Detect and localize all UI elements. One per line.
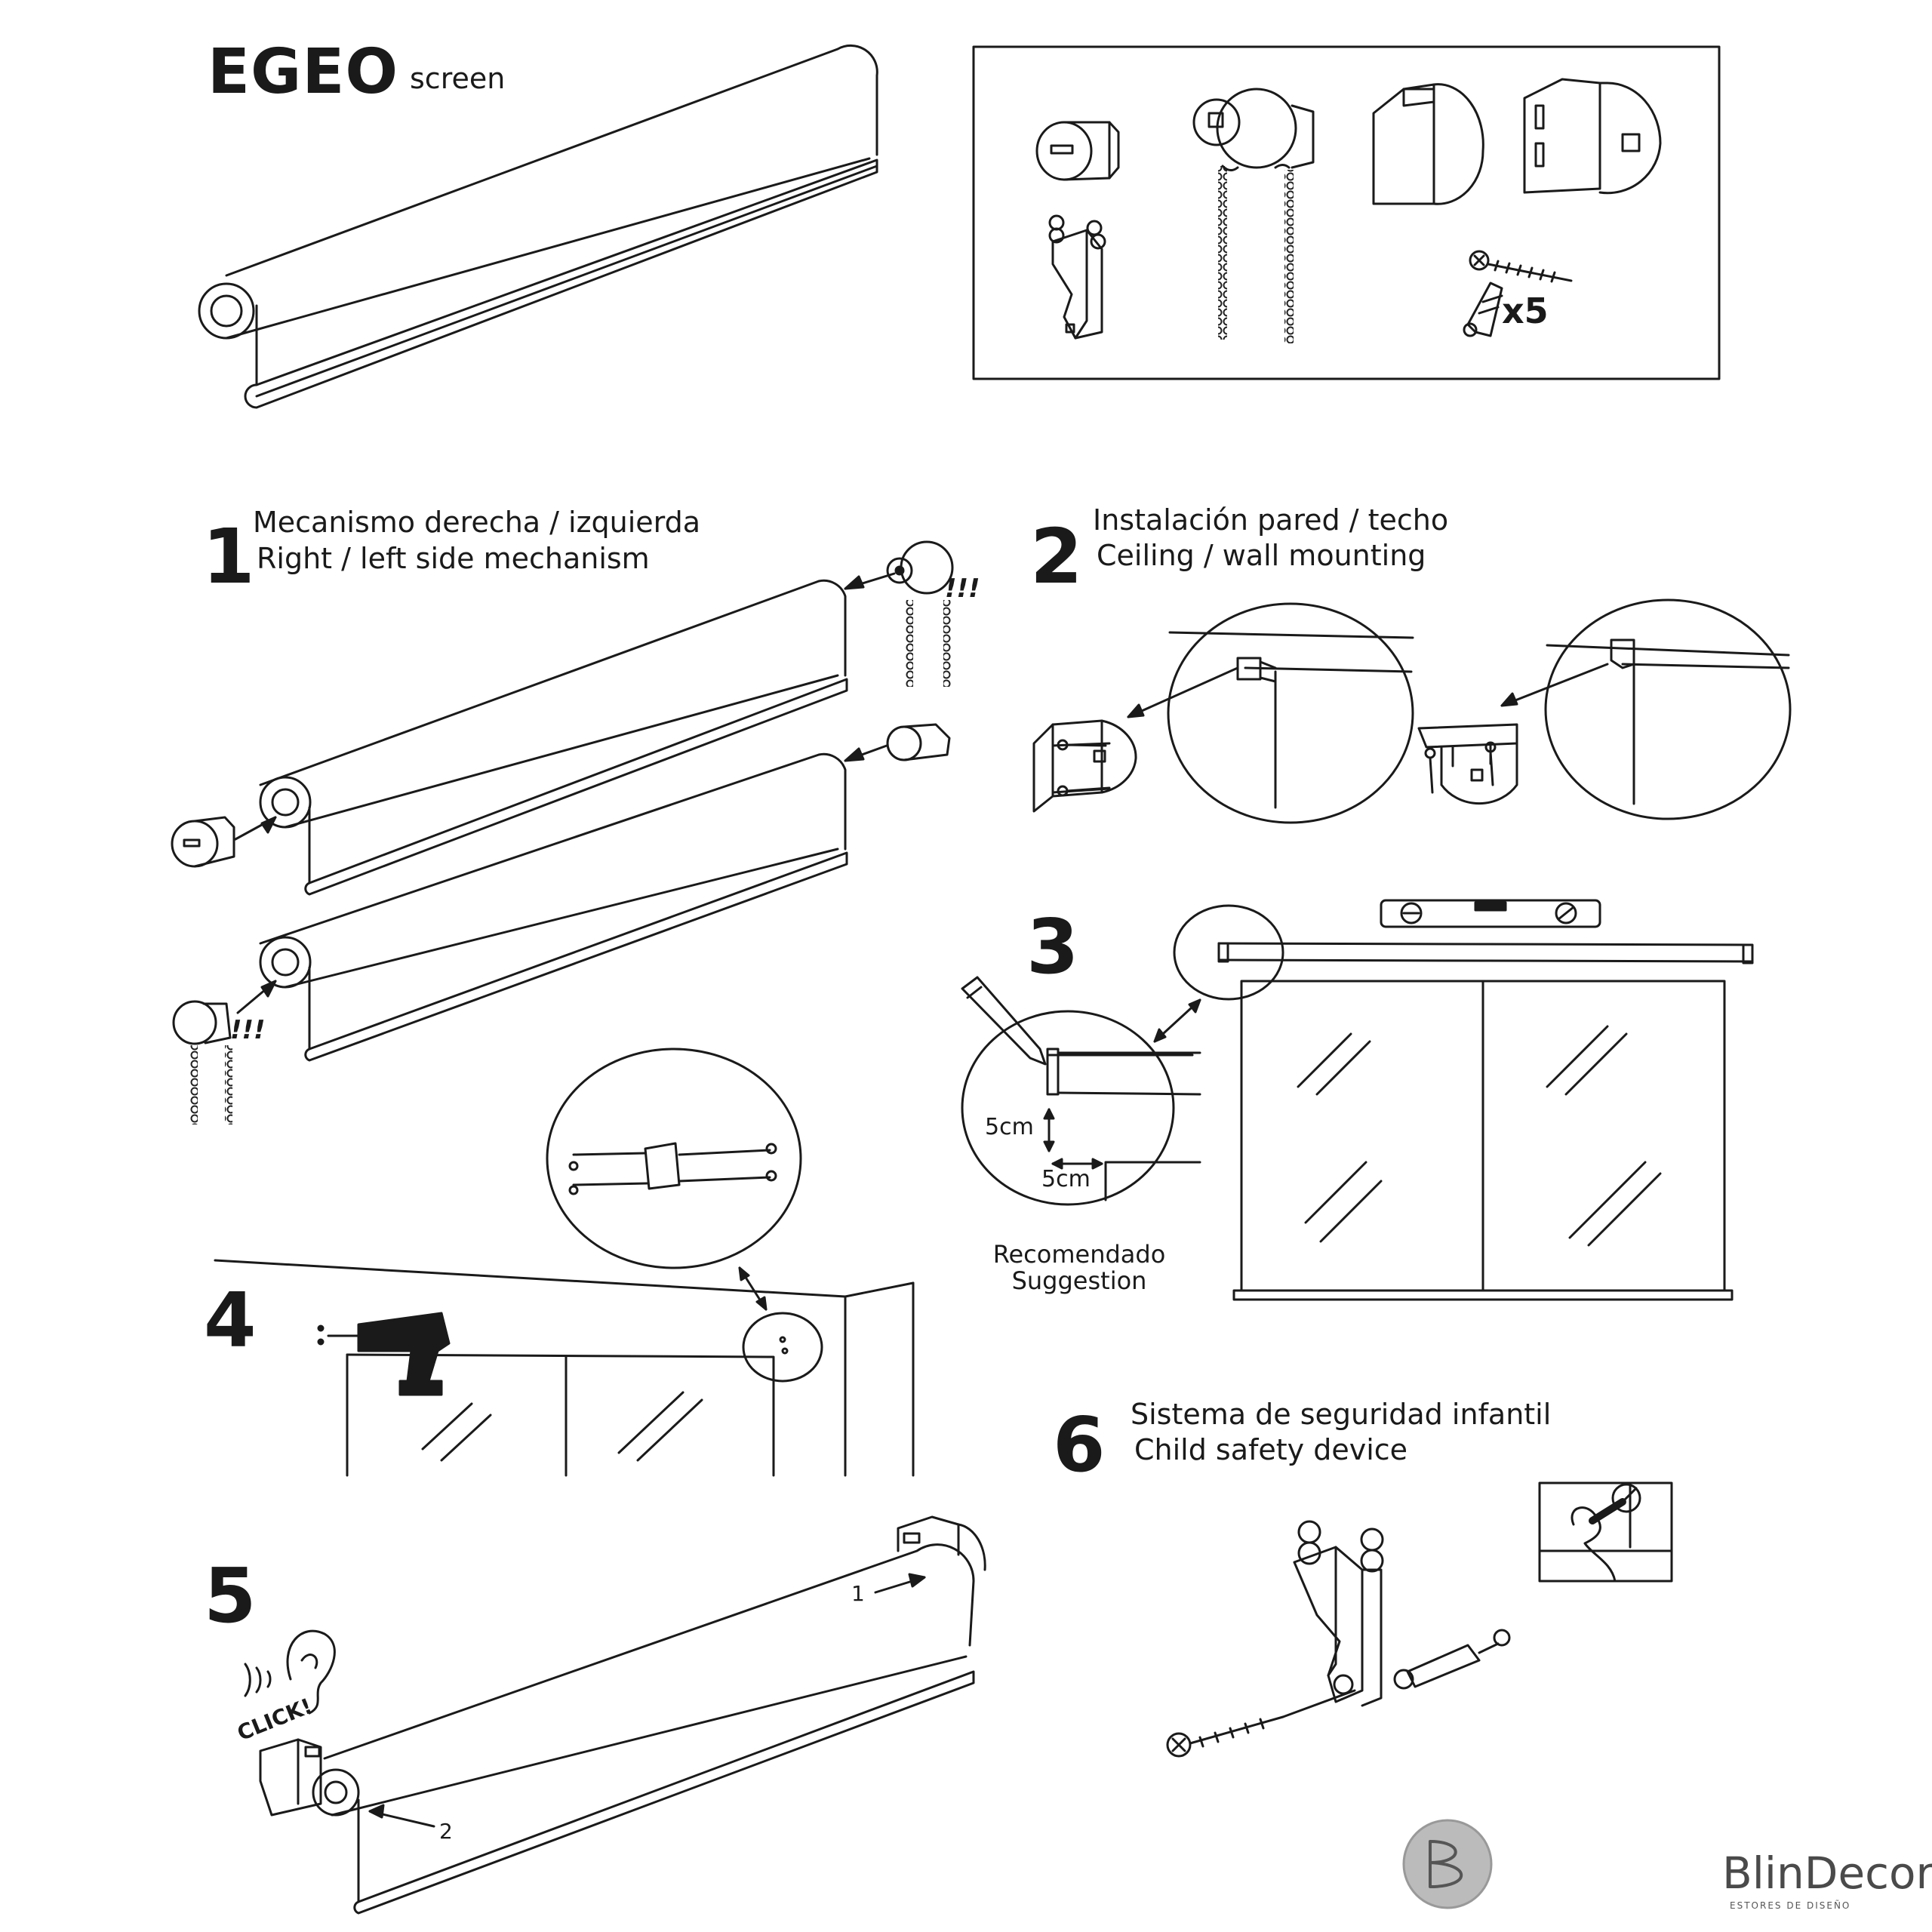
step3-detail-circles xyxy=(961,904,1284,1206)
step6-screw-and-plug xyxy=(1166,1629,1511,1758)
screw-icon xyxy=(1469,250,1573,283)
step1-text-es: Mecanismo derecha / izquierda xyxy=(253,506,701,539)
step2-number: 2 xyxy=(1030,512,1083,601)
chain-mechanism-icon xyxy=(1192,88,1315,343)
step4-number: 4 xyxy=(204,1276,257,1364)
child-safety-pictogram xyxy=(1538,1481,1673,1583)
step2-wall-bracket xyxy=(1032,719,1137,813)
step2-screws xyxy=(1057,739,1497,797)
step1-chain-mechanism-left xyxy=(172,1000,232,1124)
step1-chain-mechanism-top xyxy=(886,540,954,687)
bracket-front-icon xyxy=(1372,83,1484,205)
hero-roller-blind xyxy=(198,44,878,409)
step3-note-es: Recomendado xyxy=(992,1240,1166,1269)
step4-wall-corner xyxy=(214,1259,915,1477)
step5-number: 5 xyxy=(204,1552,257,1640)
blindecor-logo-icon xyxy=(1402,1819,1493,1909)
step2-text-es: Instalación pared / techo xyxy=(1093,503,1449,537)
step6-text-es: Sistema de seguridad infantil xyxy=(1131,1398,1552,1431)
step2-text-en: Ceiling / wall mounting xyxy=(1097,539,1426,572)
step1-number: 1 xyxy=(202,512,255,601)
product-title: EGEO xyxy=(208,36,399,108)
parts-box xyxy=(972,45,1721,380)
step5-arrow-label-2: 2 xyxy=(439,1819,453,1844)
step4-fixing-detail xyxy=(546,1048,802,1311)
step5-installed-blind xyxy=(259,1515,986,1915)
product-subtitle: screen xyxy=(410,62,506,95)
step6-text-en: Child safety device xyxy=(1134,1433,1408,1466)
step5-arrow-label-1: 1 xyxy=(851,1581,865,1606)
step1-arrows xyxy=(234,572,896,1014)
end-plug-icon xyxy=(1035,121,1120,181)
bracket-side-icon xyxy=(1523,78,1662,195)
step3-measure-vertical: 5cm xyxy=(985,1114,1034,1140)
step2-wall-detail xyxy=(1127,602,1414,824)
ear-icon xyxy=(244,1629,336,1715)
wall-plug-icon xyxy=(1463,281,1503,337)
pencil-icon xyxy=(961,976,1047,1066)
step2-ceiling-bracket xyxy=(1417,723,1518,805)
step3-window-with-blind xyxy=(1217,942,1754,1301)
step3-number: 3 xyxy=(1026,903,1079,991)
step1-lower-blind xyxy=(259,752,848,1062)
step2-ceiling-detail xyxy=(1500,598,1792,820)
step1-text-en: Right / left side mechanism xyxy=(257,542,650,575)
step1-end-plug-top xyxy=(886,723,951,761)
footer-tagline: ESTORES DE DISEÑO xyxy=(1730,1900,1851,1911)
safety-clip-icon xyxy=(1048,214,1106,340)
step6-safety-clip xyxy=(1293,1520,1384,1707)
step3-spirit-level xyxy=(1380,899,1601,928)
step6-number: 6 xyxy=(1053,1401,1106,1489)
step1-warning-top: !!! xyxy=(945,574,980,604)
drill-icon xyxy=(317,1312,451,1396)
parts-quantity: x5 xyxy=(1502,291,1549,331)
step1-upper-blind xyxy=(259,579,848,896)
step1-end-plug-left xyxy=(171,816,235,868)
step3-measure-horizontal: 5cm xyxy=(1041,1166,1091,1192)
step3-note-en: Suggestion xyxy=(1011,1266,1147,1295)
footer-brand: BlinDecor xyxy=(1722,1847,1932,1899)
step1-warning-left: !!! xyxy=(230,1015,266,1045)
